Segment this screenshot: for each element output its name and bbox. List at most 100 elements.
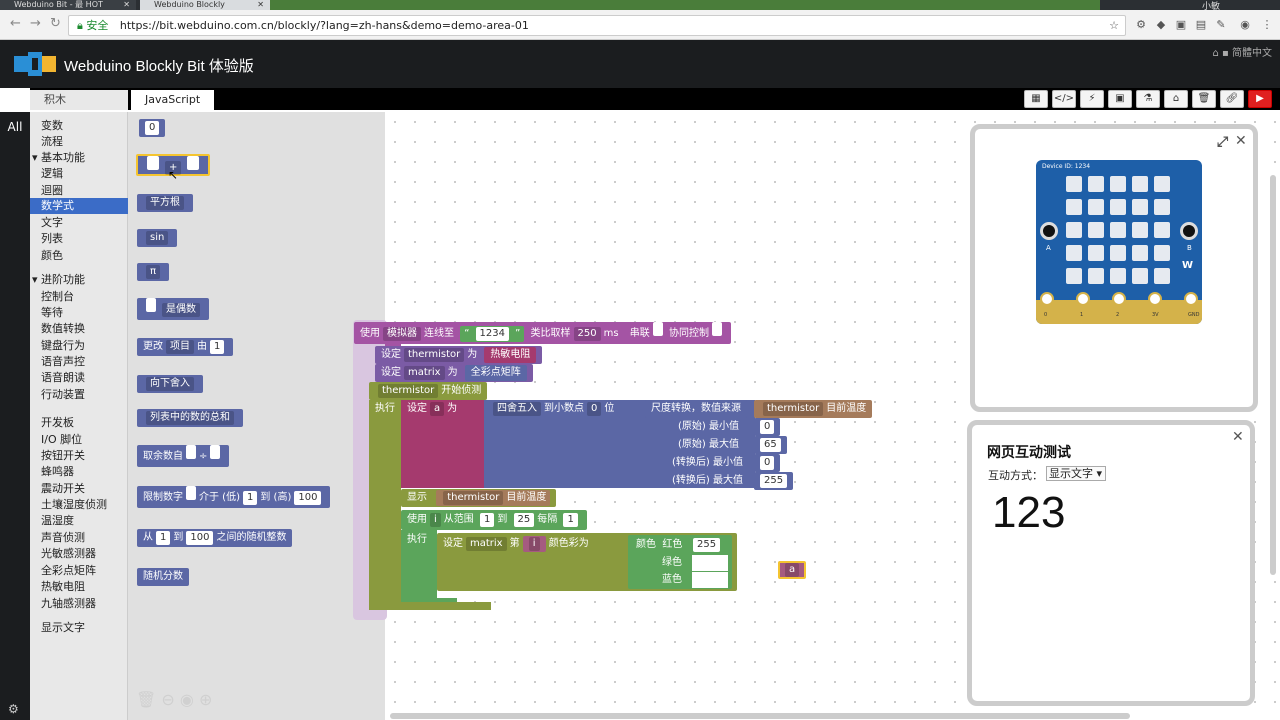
doc-icon[interactable]: ▪ <box>1222 48 1229 59</box>
sidebar-item[interactable]: 热敏电阻 <box>41 580 85 593</box>
board-pin[interactable] <box>1184 292 1198 306</box>
sidebar-item[interactable]: 迴圈 <box>41 184 63 197</box>
sidebar-item[interactable]: 声音侦测 <box>41 531 85 544</box>
sidebar-item[interactable]: 控制台 <box>41 290 74 303</box>
flash-button[interactable]: ⚡ <box>1080 90 1104 108</box>
floating-var-block[interactable]: a <box>778 561 807 579</box>
even-block[interactable]: 是偶数 <box>137 298 209 320</box>
number-block[interactable]: 0 <box>139 119 166 137</box>
sidebar-item[interactable]: 语音声控 <box>41 355 85 368</box>
close-icon[interactable]: ✕ <box>1235 133 1247 149</box>
trig-block[interactable]: sin <box>137 229 178 247</box>
run-button[interactable]: ▶ <box>1248 90 1272 108</box>
sidebar-item[interactable]: 逻辑 <box>41 167 63 180</box>
random-fraction-block[interactable]: 随机分数 <box>137 568 189 586</box>
zoom-in-icon[interactable]: ⊕ <box>198 690 213 709</box>
close-icon[interactable]: ✕ <box>257 0 264 9</box>
sidebar-item[interactable]: 全彩点矩阵 <box>41 564 96 577</box>
link-button[interactable]: 🔗︎ <box>1220 90 1244 108</box>
sidebar-item[interactable]: 键盘行为 <box>41 339 85 352</box>
sidebar-item[interactable]: 流程 <box>41 135 63 148</box>
forward-icon[interactable]: → <box>30 16 41 31</box>
sidebar-item[interactable]: 语音朗读 <box>41 371 85 384</box>
extension-icon[interactable]: ◉ <box>1240 18 1250 31</box>
blue-slot[interactable] <box>692 572 728 588</box>
board-button-b[interactable] <box>1180 222 1198 240</box>
conv-max-value[interactable]: 255 <box>754 472 794 490</box>
qrcode-button[interactable]: ▦ <box>1024 90 1048 108</box>
code-button[interactable]: </> <box>1052 90 1076 108</box>
extension-icon[interactable]: ✎ <box>1216 18 1226 31</box>
browser-tab-2[interactable]: Webduino Blockly✕ <box>140 0 270 10</box>
map-block[interactable]: 尺度转换，数值来源 <box>645 400 747 418</box>
extension-icon[interactable]: ⚙ <box>1136 18 1146 31</box>
red-value[interactable]: 255 <box>690 536 723 554</box>
extension-icon[interactable]: ▣ <box>1175 18 1187 31</box>
sidebar-item[interactable]: 蜂鸣器 <box>41 465 74 478</box>
sidebar-item[interactable]: 土壤湿度侦测 <box>41 498 107 511</box>
language-link[interactable]: 简體中文 <box>1232 48 1272 59</box>
conv-min-value[interactable]: 0 <box>754 454 781 472</box>
sidebar-item[interactable]: 数学式 <box>30 198 128 214</box>
home-icon[interactable]: ⌂ <box>1212 48 1219 59</box>
all-button[interactable]: All <box>7 120 23 134</box>
orig-min-value[interactable]: 0 <box>754 418 781 436</box>
sidebar-item[interactable]: 文字 <box>41 216 63 229</box>
extension-icon[interactable]: ◆ <box>1156 18 1166 31</box>
sidebar-item[interactable]: 九轴感测器 <box>41 597 96 610</box>
settings-icon[interactable]: ⚙ <box>8 702 19 716</box>
sidebar-item[interactable]: 温湿度 <box>41 514 74 527</box>
trash-icon[interactable]: 🗑︎ <box>136 690 157 709</box>
trash-button[interactable]: 🗑︎ <box>1192 90 1216 108</box>
sidebar-item[interactable]: ▾ 进阶功能 <box>32 273 86 286</box>
sidebar-item[interactable]: I/O 脚位 <box>41 433 83 446</box>
back-icon[interactable]: ← <box>10 16 21 31</box>
sqrt-block[interactable]: 平方根 <box>137 194 193 212</box>
modulo-block[interactable]: 取余数自÷ <box>137 445 230 467</box>
sidebar-item[interactable]: 震动开关 <box>41 482 85 495</box>
tab-javascript[interactable]: JavaScript <box>131 90 215 110</box>
board-pin[interactable] <box>1112 292 1126 306</box>
sidebar-item[interactable]: 光敏感测器 <box>41 547 96 560</box>
arithmetic-block[interactable]: + <box>136 154 211 176</box>
sidebar-item[interactable]: 等待 <box>41 306 63 319</box>
save-button[interactable]: ▣ <box>1108 90 1132 108</box>
reload-icon[interactable]: ↻ <box>50 16 61 31</box>
sidebar-item[interactable]: 颜色 <box>41 249 63 262</box>
green-slot[interactable] <box>692 555 728 571</box>
sidebar-item[interactable]: 行动装置 <box>41 388 85 401</box>
sidebar-item[interactable]: 显示文字 <box>41 621 85 634</box>
lab-button[interactable]: ⚗ <box>1136 90 1160 108</box>
horizontal-scrollbar[interactable] <box>390 713 1130 719</box>
url-input[interactable]: 🔒︎ 安全 https://bit.webduino.com.cn/blockl… <box>68 15 1126 36</box>
zoom-reset-icon[interactable]: ◉ <box>179 690 194 709</box>
sidebar-item[interactable]: 列表 <box>41 232 63 245</box>
library-button[interactable]: ⌂ <box>1164 90 1188 108</box>
sidebar-item[interactable]: 数值转换 <box>41 322 85 335</box>
board-pin[interactable] <box>1148 292 1162 306</box>
vertical-scrollbar[interactable] <box>1270 175 1276 575</box>
list-sum-block[interactable]: 列表中的数的总和 <box>137 409 243 427</box>
extension-icon[interactable]: ▤ <box>1195 18 1207 31</box>
board-pin[interactable] <box>1076 292 1090 306</box>
device-id-block[interactable]: “ 1234 ” <box>460 326 525 342</box>
sidebar-item[interactable]: ▾ 基本功能 <box>32 151 86 164</box>
close-icon[interactable]: ✕ <box>1232 429 1244 445</box>
sidebar-item[interactable]: 开发板 <box>41 416 74 429</box>
coop-checkbox[interactable] <box>711 322 722 336</box>
board-pin[interactable] <box>1040 292 1054 306</box>
expand-icon[interactable]: ⤢ <box>1217 134 1229 150</box>
sidebar-item[interactable]: 变数 <box>41 119 63 132</box>
serial-checkbox[interactable] <box>652 322 663 336</box>
constant-block[interactable]: π <box>137 263 170 281</box>
